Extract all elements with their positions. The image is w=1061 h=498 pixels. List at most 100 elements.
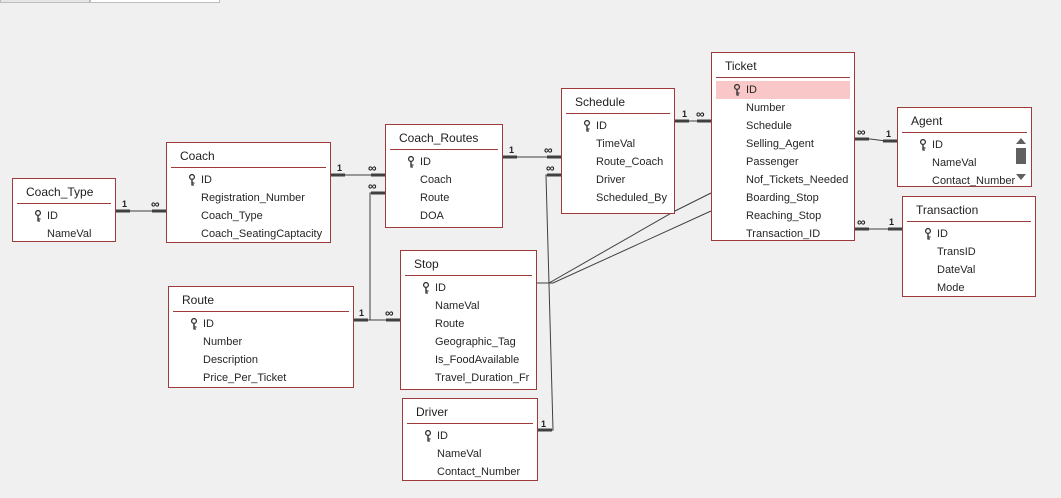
field-name: ID [201,174,212,186]
field-row[interactable]: Reaching_Stop [712,207,854,225]
table-title-divider [907,221,1031,222]
field-row[interactable]: Scheduled_By [562,189,674,207]
field-row[interactable]: ID [898,136,1031,154]
field-row[interactable]: NameVal [401,297,536,315]
field-name: Travel_Duration_Fr [435,372,530,384]
cardinality-one: 1 [122,199,128,209]
field-row[interactable]: DOA [386,207,502,225]
field-row[interactable]: Route_Coach [562,153,674,171]
field-row[interactable]: NameVal [898,154,1031,172]
field-row[interactable]: Route [386,189,502,207]
field-row[interactable]: ID [386,153,502,171]
table-title[interactable]: Agent [911,114,943,128]
field-row[interactable]: Price_Per_Ticket [169,369,353,387]
scroll-thumb[interactable] [1016,148,1026,164]
field-row[interactable]: Coach [386,171,502,189]
field-name: ID [937,228,948,240]
scroll-down-arrow-icon[interactable] [1016,174,1026,180]
scroll-up-arrow-icon[interactable] [1016,138,1026,144]
field-row[interactable]: Route [401,315,536,333]
table-title-divider [407,423,533,424]
field-row[interactable]: DateVal [903,261,1035,279]
table-title[interactable]: Driver [416,405,448,419]
field-row[interactable]: ID [903,225,1035,243]
field-row[interactable]: Boarding_Stop [712,189,854,207]
field-row[interactable]: Is_FoodAvailable [401,351,536,369]
table-title-divider [566,113,670,114]
cardinality-many: ∞ [696,107,705,121]
field-row[interactable]: ID [403,427,537,445]
field-row[interactable]: Transaction_ID [712,225,854,240]
table-title[interactable]: Coach [180,149,215,163]
field-row[interactable]: Passenger [712,153,854,171]
vertical-scrollbar[interactable] [1015,136,1027,184]
field-row[interactable]: Schedule [712,117,854,135]
table-title[interactable]: Ticket [725,59,757,73]
field-row[interactable]: Number [712,99,854,117]
field-row[interactable]: Nof_Tickets_Needed [712,171,854,189]
field-name: Reaching_Stop [746,210,822,222]
key-icon [188,173,196,186]
field-name: Passenger [746,156,799,168]
field-name: DateVal [937,264,976,276]
field-row[interactable]: Description [169,351,353,369]
field-row[interactable]: Selling_Agent [712,135,854,153]
field-row[interactable]: Mode [903,279,1035,296]
field-row[interactable]: Contact_Number [898,172,1031,186]
field-row[interactable]: NameVal [403,445,537,463]
table-title[interactable]: Coach_Type [26,185,94,199]
field-row[interactable]: Contact_Number [403,463,537,480]
field-row[interactable]: ID [167,171,330,189]
field-row[interactable]: Number [169,333,353,351]
field-name: Contact_Number [437,466,521,478]
relationship-line [538,174,561,431]
table-title[interactable]: Transaction [916,203,979,217]
cardinality-many: ∞ [368,179,377,193]
field-row[interactable]: ID [401,279,536,297]
field-row[interactable]: Coach_SeatingCaptacity [167,225,330,242]
field-name: Description [203,354,259,366]
field-row[interactable]: ID [716,81,850,99]
table-title[interactable]: Stop [414,257,439,271]
table-title[interactable]: Route [182,293,215,307]
field-row[interactable]: Coach_Type [167,207,330,225]
document-tab[interactable] [0,0,90,3]
field-name: ID [746,84,757,96]
field-row[interactable]: Registration_Number [167,189,330,207]
table-title[interactable]: Schedule [575,95,626,109]
field-row[interactable]: Driver [562,171,674,189]
table-title[interactable]: Coach_Routes [399,131,479,145]
field-name: Route [435,318,465,330]
field-name: Scheduled_By [596,192,667,204]
field-row[interactable]: TimeVal [562,135,674,153]
field-row[interactable]: ID [13,207,115,225]
cardinality-one: 1 [337,163,343,173]
field-name: Driver [596,174,626,186]
field-row[interactable]: NameVal [13,225,115,241]
document-tab-active[interactable] [90,0,220,3]
field-row[interactable]: ID [169,315,353,333]
field-name: Registration_Number [201,192,305,204]
cardinality-one: 1 [359,308,365,318]
field-row[interactable]: Travel_Duration_Fr [401,369,536,387]
cardinality-many: ∞ [151,197,160,211]
field-row[interactable]: ID [562,117,674,135]
table-title-divider [171,167,326,168]
key-icon [190,317,198,330]
field-row[interactable]: Geographic_Tag [401,333,536,351]
field-row[interactable]: TransID [903,243,1035,261]
